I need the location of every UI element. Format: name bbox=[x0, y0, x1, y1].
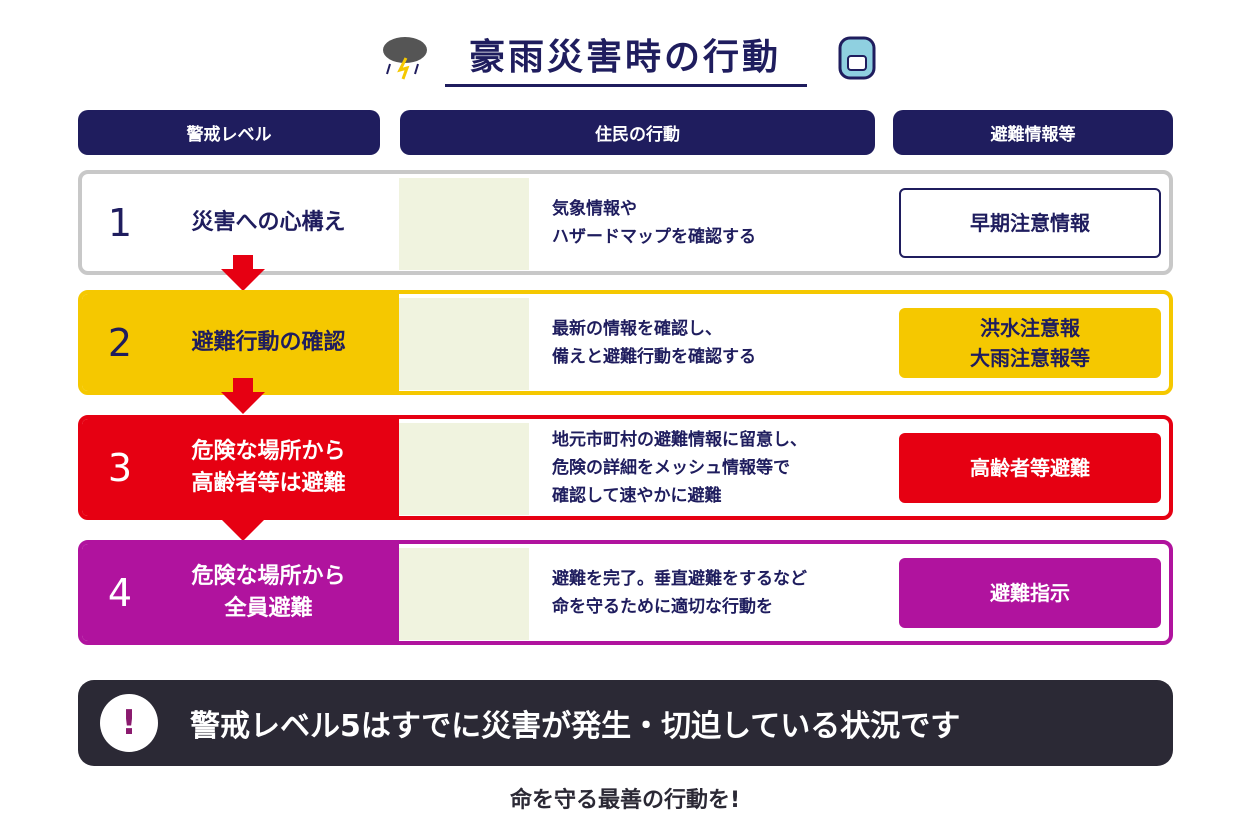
illustration-buildings bbox=[399, 548, 529, 640]
level-row-4: 4 危険な場所から 全員避難 避難を完了。垂直避難をするなど 命を守るために適切な… bbox=[78, 540, 1173, 645]
level-label: 危険な場所から 高齢者等は避難 bbox=[191, 438, 346, 496]
level-label: 災害への心構え bbox=[191, 209, 346, 235]
footer-message: 命を守る最善の行動を! bbox=[509, 788, 741, 813]
level-row-3: 3 危険な場所から 高齢者等は避難 地元市町村の避難情報に留意し、 危険の詳細をメ… bbox=[78, 415, 1173, 520]
level-label: 危険な場所から 全員避難 bbox=[191, 563, 346, 621]
storm-cloud-icon bbox=[380, 30, 430, 80]
exclamation-icon: ! bbox=[100, 694, 158, 752]
illustration-prepare bbox=[399, 298, 529, 390]
page-title: 豪雨災害時の行動 bbox=[468, 37, 781, 78]
level-label-area: 3 危険な場所から 高齢者等は避難 bbox=[82, 419, 399, 516]
title-underline bbox=[445, 84, 807, 87]
illustration-evacuate-elderly bbox=[399, 423, 529, 515]
level-number: 1 bbox=[107, 200, 133, 245]
level-row-1: 1 災害への心構え 気象情報や ハザードマップを確認する 早期注意情報 bbox=[78, 170, 1173, 275]
illustration-check-weather bbox=[399, 178, 529, 270]
level5-warning-banner: ! 警戒レベル5はすでに災害が発生・切迫している状況です bbox=[78, 680, 1173, 766]
info-badge: 洪水注意報 大雨注意報等 bbox=[899, 308, 1161, 378]
down-arrow-icon bbox=[221, 378, 265, 414]
backpack-icon bbox=[832, 30, 882, 82]
level-label: 避難行動の確認 bbox=[191, 329, 346, 355]
level-number: 4 bbox=[107, 570, 133, 615]
resident-action: 気象情報や ハザードマップを確認する bbox=[552, 198, 756, 247]
level-label-area: 2 避難行動の確認 bbox=[82, 294, 399, 391]
header-action: 住民の行動 bbox=[400, 110, 875, 155]
info-badge: 高齢者等避難 bbox=[899, 433, 1161, 503]
down-arrow-icon bbox=[221, 255, 265, 291]
level-label-area: 1 災害への心構え bbox=[82, 174, 399, 271]
level-number: 2 bbox=[107, 320, 133, 365]
header-info: 避難情報等 bbox=[893, 110, 1173, 155]
down-arrow-icon bbox=[221, 505, 265, 541]
resident-action: 地元市町村の避難情報に留意し、 危険の詳細をメッシュ情報等で 確認して速やかに避… bbox=[552, 429, 807, 506]
level-number: 3 bbox=[107, 445, 133, 490]
info-badge: 避難指示 bbox=[899, 558, 1161, 628]
info-badge: 早期注意情報 bbox=[899, 188, 1161, 258]
level-label-area: 4 危険な場所から 全員避難 bbox=[82, 544, 399, 641]
resident-action: 避難を完了。垂直避難をするなど 命を守るために適切な行動を bbox=[552, 568, 807, 617]
header-level: 警戒レベル bbox=[78, 110, 380, 155]
banner-text: 警戒レベル5はすでに災害が発生・切迫している状況です bbox=[190, 709, 961, 744]
level-row-2: 2 避難行動の確認 最新の情報を確認し、 備えと避難行動を確認する 洪水注意報 大… bbox=[78, 290, 1173, 395]
resident-action: 最新の情報を確認し、 備えと避難行動を確認する bbox=[552, 318, 756, 367]
